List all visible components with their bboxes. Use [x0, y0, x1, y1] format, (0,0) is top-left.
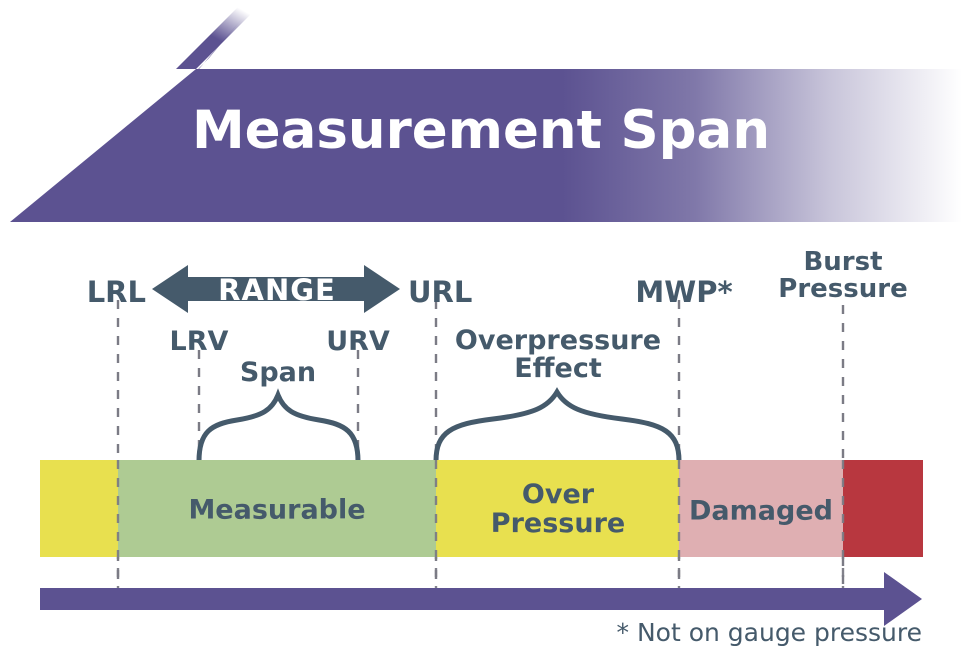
range-arrow [152, 265, 400, 313]
brace-span [196, 388, 361, 464]
banner-shape [10, 6, 962, 222]
bar-segment-overpressure [436, 460, 679, 557]
bar-segment-damaged [679, 460, 843, 557]
brace-overpressure [433, 387, 682, 464]
axis-arrow [40, 572, 922, 626]
bar-segment-measurable [118, 460, 436, 557]
pressure-bar [40, 460, 923, 557]
bar-segment-below-lrl [40, 460, 118, 557]
bar-segment-burst [843, 460, 923, 557]
